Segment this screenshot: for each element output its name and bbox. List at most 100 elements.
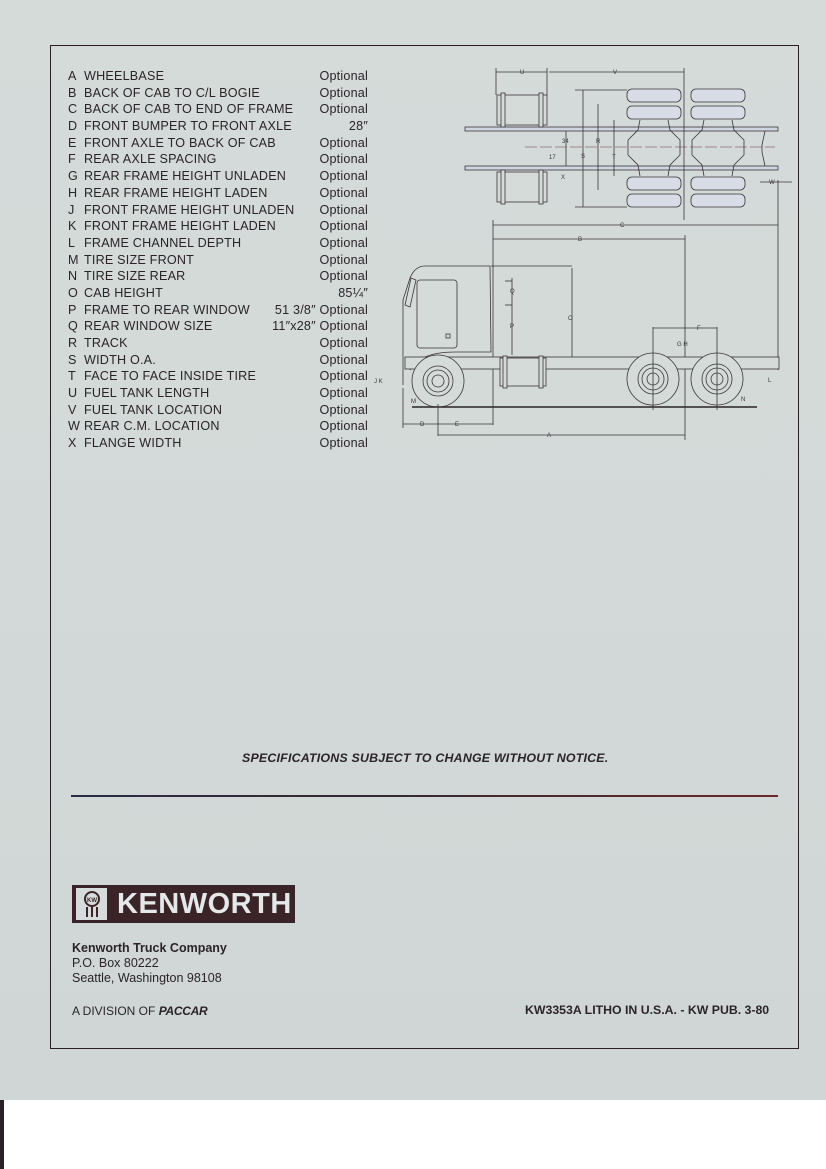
label-r: R	[596, 139, 601, 145]
spec-label: FUEL TANK LENGTH	[84, 386, 210, 401]
label-l: L	[768, 378, 772, 384]
spec-letter: S	[68, 352, 77, 367]
spec-value: Optional	[319, 69, 368, 83]
spec-value: Optional	[319, 102, 368, 117]
specifications-notice: SPECIFICATIONS SUBJECT TO CHANGE WITHOUT…	[242, 751, 609, 765]
label-o: O	[568, 316, 573, 322]
label-x: X	[561, 175, 565, 181]
spec-label: REAR WINDOW SIZE	[84, 319, 213, 334]
label-a: A	[547, 433, 551, 439]
label-e: E	[455, 422, 459, 428]
spec-label: BACK OF CAB TO END OF FRAME	[84, 102, 294, 117]
spec-label: FRONT FRAME HEIGHT UNLADEN	[84, 202, 295, 217]
spec-row: R TRACK Optional	[68, 335, 368, 352]
paccar-logo: PACCAR	[158, 1004, 208, 1018]
spec-label: FRAME TO REAR WINDOW	[84, 302, 250, 317]
spec-row: L FRAME CHANNEL DEPTH Optional	[68, 235, 368, 252]
spec-row: N TIRE SIZE REAR Optional	[68, 268, 368, 285]
label-b: B	[578, 237, 582, 243]
spec-label: FLANGE WIDTH	[84, 436, 182, 451]
spec-label: REAR C.M. LOCATION	[84, 419, 220, 434]
publication-number: KW3353A LITHO IN U.S.A. - KW PUB. 3-80	[525, 1003, 770, 1017]
label-jk: J K	[374, 379, 383, 385]
spec-label: WIDTH O.A.	[84, 352, 156, 367]
spec-value: Optional	[319, 269, 368, 284]
spec-letter: D	[68, 119, 78, 134]
spec-letter: C	[68, 102, 78, 117]
spec-row: H REAR FRAME HEIGHT LADEN Optional	[68, 185, 368, 202]
spec-label: CAB HEIGHT	[84, 285, 163, 300]
company-name: Kenworth Truck Company	[72, 941, 227, 955]
spec-value: Optional	[319, 336, 368, 350]
spec-letter: V	[68, 402, 77, 417]
spec-label: FRONT BUMPER TO FRONT AXLE	[84, 119, 292, 134]
spec-letter: W	[68, 419, 81, 434]
spec-letter: H	[68, 185, 78, 200]
spec-value: Optional	[319, 235, 368, 250]
spec-label: TIRE SIZE REAR	[84, 269, 186, 284]
spec-label: WHEELBASE	[84, 69, 165, 83]
spec-label: FRONT FRAME HEIGHT LADEN	[84, 219, 276, 234]
spec-value: 51 3/8″ Optional	[274, 302, 368, 317]
spec-label: REAR AXLE SPACING	[84, 152, 217, 167]
spec-letter: B	[68, 85, 77, 100]
label-v: V	[613, 70, 617, 76]
spec-letter: U	[68, 386, 78, 401]
truck-dimension-diagram: U V 34 17 S R T X W C B Q P O	[374, 68, 792, 440]
spec-value: Optional	[319, 152, 368, 167]
spec-value: Optional	[319, 169, 368, 184]
label-w: W	[769, 180, 775, 186]
city-line: Seattle, Washington 98108	[72, 971, 222, 985]
division-line: A DIVISION OF PACCAR	[72, 1004, 208, 1018]
division-prefix: A DIVISION OF	[72, 1004, 159, 1018]
label-34: 34	[562, 139, 569, 145]
spec-row: C BACK OF CAB TO END OF FRAME Optional	[68, 101, 368, 118]
page-border	[50, 45, 799, 1049]
label-s: S	[581, 154, 585, 160]
kenworth-emblem-icon: KW	[76, 888, 107, 920]
label-p: P	[510, 324, 514, 330]
spec-letter: K	[68, 219, 77, 234]
spec-letter: L	[68, 235, 76, 250]
side-view: C B Q P O F	[374, 220, 780, 440]
spec-letter: X	[68, 436, 77, 451]
label-t: T	[612, 155, 616, 161]
label-m: M	[411, 399, 416, 405]
spec-value: Optional	[319, 185, 368, 200]
spec-letter: N	[68, 269, 78, 284]
spec-label: FRAME CHANNEL DEPTH	[84, 235, 242, 250]
spec-value: Optional	[319, 252, 368, 267]
spec-row: U FUEL TANK LENGTH Optional	[68, 385, 368, 402]
label-17: 17	[549, 155, 556, 161]
spec-value: 28″	[348, 119, 368, 134]
label-q: Q	[510, 289, 515, 295]
spec-label: FACE TO FACE INSIDE TIRE	[84, 369, 257, 384]
svg-text:KW: KW	[87, 898, 97, 904]
spec-value: Optional	[319, 402, 368, 417]
top-view: U V 34 17 S R T X W	[464, 68, 792, 370]
spec-value: Optional	[319, 386, 368, 401]
label-n: N	[741, 397, 745, 403]
kenworth-logo: KW KENWORTH	[72, 885, 295, 923]
spec-label: REAR FRAME HEIGHT LADEN	[84, 185, 268, 200]
spec-letter: G	[68, 169, 78, 184]
spec-letter: R	[68, 336, 78, 350]
divider	[71, 795, 778, 797]
label-d: D	[420, 422, 425, 428]
spec-row: A WHEELBASE Optional	[68, 68, 368, 85]
spec-letter: M	[68, 252, 79, 267]
spec-letter: O	[68, 285, 78, 300]
spec-label: TRACK	[84, 336, 128, 350]
spec-value: Optional	[319, 369, 368, 384]
spec-letter: A	[68, 69, 77, 83]
